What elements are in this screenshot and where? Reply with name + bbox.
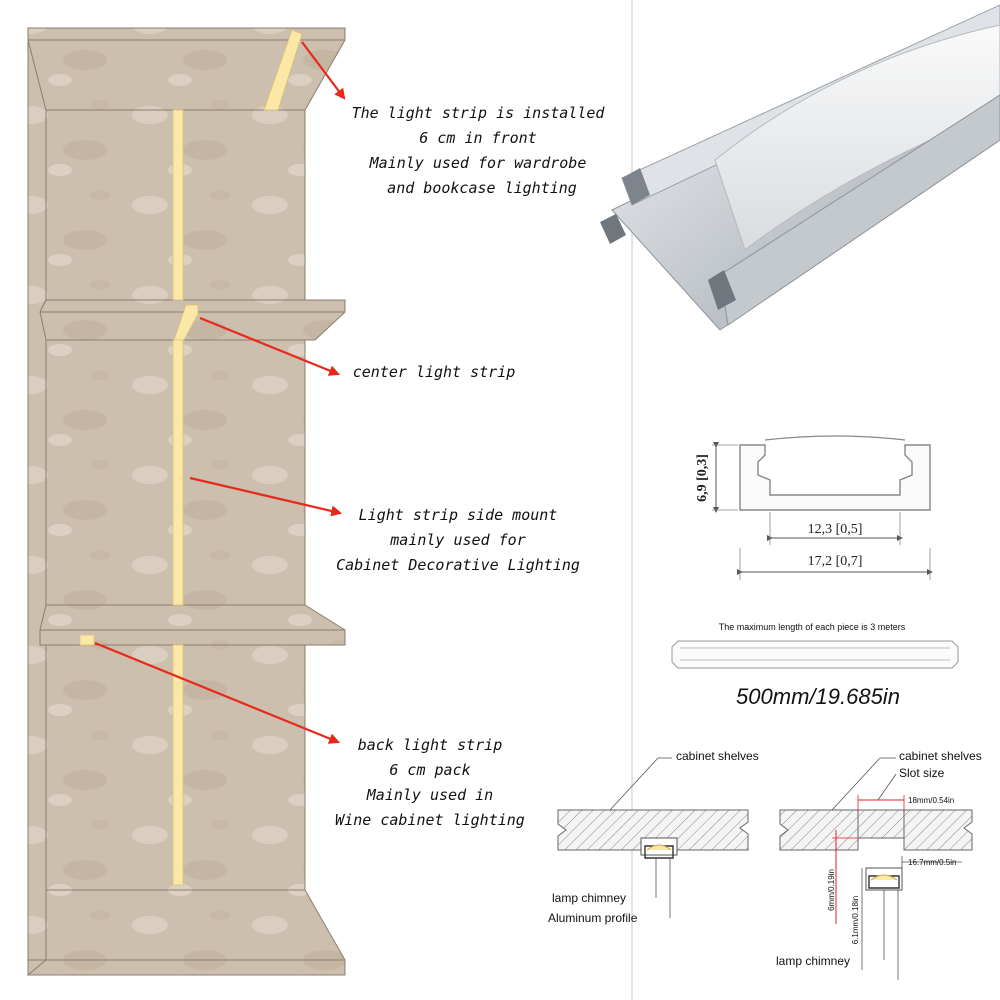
callout-back-line-2: 6 cm pack <box>389 761 470 779</box>
light-strip-back <box>79 634 95 646</box>
outer-width-label: 17,2 [0,7] <box>808 554 863 569</box>
callout-top-line-4: and bookcase lighting <box>387 179 577 197</box>
cabinet-bottom-board <box>26 889 346 976</box>
install-diagram-right: cabinet shelves Slot size 18mm/0.54in 6m… <box>776 749 982 980</box>
light-strip-front <box>263 29 303 111</box>
height-dimension-label: 6,9 [0,3] <box>695 454 710 502</box>
callout-top-line-3: Mainly used for wardrobe <box>369 154 587 172</box>
arrow-side <box>189 476 343 517</box>
callout-back-line-3: Mainly used in <box>366 786 493 804</box>
slot-depth-label: 6mm/0.19in <box>827 869 836 911</box>
light-strip-side <box>172 339 184 606</box>
arrow-back <box>94 641 341 744</box>
light-strip-vertical-top <box>172 109 184 301</box>
callout-back: back light strip 6 cm pack Mainly used i… <box>335 736 525 829</box>
callout-back-line-1: back light strip <box>358 736 503 754</box>
callout-side-line-2: mainly used for <box>389 531 525 549</box>
right-chimney-label: lamp chimney <box>776 954 850 968</box>
callout-top-line-2: 6 cm in front <box>419 129 536 147</box>
right-shelves-label: cabinet shelves <box>899 749 982 763</box>
left-shelves-label: cabinet shelves <box>676 749 759 763</box>
arrow-top <box>301 41 346 100</box>
piece-length-label: 500mm/19.685in <box>736 684 900 709</box>
callout-center: center light strip <box>353 363 516 381</box>
slot-size-label: Slot size <box>899 766 945 780</box>
callout-top-line-1: The light strip is installed <box>352 104 606 122</box>
install-diagram-left: cabinet shelves lamp chimney Aluminum pr… <box>548 749 759 925</box>
profile-height-label: 6.1mm/0.18in <box>851 896 860 944</box>
aluminum-profile-render <box>600 4 1000 331</box>
callout-back-line-4: Wine cabinet lighting <box>335 811 525 829</box>
slot-width-label: 18mm/0.54in <box>908 796 954 805</box>
callout-center-line-1: center light strip <box>353 363 516 381</box>
light-strip-vertical-bottom <box>172 644 184 886</box>
length-illustration: The maximum length of each piece is 3 me… <box>671 622 959 709</box>
profile-width-label: 16.7mm/0.5in <box>908 858 956 867</box>
callout-side-line-3: Cabinet Decorative Lighting <box>336 556 580 574</box>
cabinet-illustration <box>26 0 633 1000</box>
callout-side-line-1: Light strip side mount <box>359 506 558 524</box>
profile-cross-section: 6,9 [0,3] 12,3 [0,5] 17,2 [0,7] <box>695 435 933 580</box>
inner-width-label: 12,3 [0,5] <box>808 522 863 537</box>
callout-top: The light strip is installed 6 cm in fro… <box>352 104 606 197</box>
left-chimney-label: lamp chimney <box>552 891 626 905</box>
max-length-note: The maximum length of each piece is 3 me… <box>719 622 906 632</box>
left-profile-label: Aluminum profile <box>548 911 638 925</box>
cabinet-left-side <box>27 39 47 976</box>
callout-side: Light strip side mount mainly used for C… <box>336 506 580 574</box>
light-strip-center <box>173 304 199 341</box>
arrow-center <box>199 316 341 376</box>
